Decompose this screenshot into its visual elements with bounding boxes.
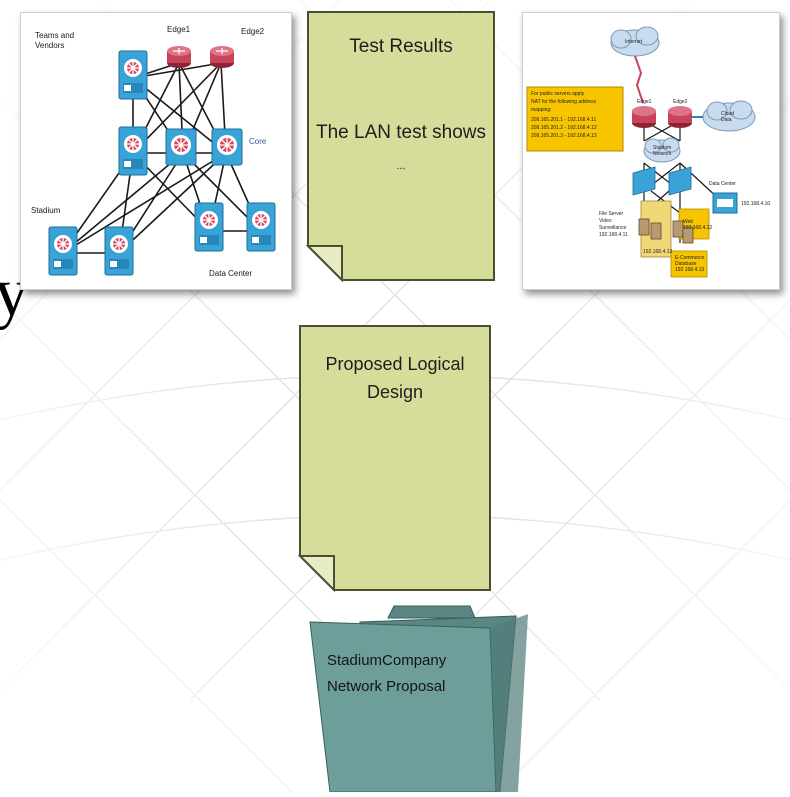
network-design-card: Internet For public servers apply NAT fo… bbox=[522, 12, 780, 290]
nat-line-2: NAT for the following address bbox=[531, 99, 597, 105]
stadium-network-label: Stadium Network bbox=[653, 145, 672, 157]
server-line-4: 192.168.4.11 bbox=[599, 232, 628, 238]
network-design-diagram bbox=[526, 26, 756, 278]
nat-line-4: 209.165.201.1 - 192.168.4.11 bbox=[531, 117, 597, 123]
test-results-ellipsis: ... bbox=[396, 160, 406, 172]
edge2-label: Edge2 bbox=[241, 27, 265, 36]
internet-label: Internet bbox=[625, 39, 642, 45]
edge1-label: Edge1 bbox=[167, 25, 191, 34]
ecommerce-label: E-Commerce Database 192.168.4.13 bbox=[675, 255, 705, 273]
edge1-right-label: Edge1 bbox=[637, 99, 652, 105]
server-line-1: File Server bbox=[599, 211, 624, 217]
note-shape bbox=[305, 11, 495, 283]
web-label: Web 192.168.4.12 bbox=[683, 219, 713, 231]
server-line-2: Video bbox=[599, 218, 612, 224]
data-center-label: Data Center bbox=[209, 269, 253, 278]
folder-shape bbox=[309, 605, 528, 793]
nat-line-6: 209.165.201.3 - 192.168.4.13 bbox=[531, 133, 597, 139]
stadium-label: Stadium bbox=[31, 206, 61, 215]
core-label: Core bbox=[249, 137, 267, 146]
test-results-note: Test Results The LAN test shows ... bbox=[305, 10, 496, 283]
folder-label: StadiumCompany Network Proposal bbox=[327, 652, 447, 695]
lan-topology-card: Teams and Vendors Edge1 Edge2 Core Stadi… bbox=[20, 12, 292, 290]
test-results-body: The LAN test shows bbox=[315, 122, 487, 143]
note-shape bbox=[297, 325, 491, 593]
proposed-design-note: Proposed Logical Design bbox=[297, 324, 492, 594]
dc-ip-label: 192.168.4.10 bbox=[741, 201, 771, 207]
cloud-data-label: Cloud Data bbox=[721, 111, 735, 123]
small-ip-label: 192.168.4.13 bbox=[643, 249, 673, 255]
edge2-right-label: Edge2 bbox=[673, 99, 688, 105]
nat-line-3: mapping: bbox=[531, 107, 552, 113]
proposed-design-title: Proposed Logical Design bbox=[325, 354, 465, 402]
test-results-title: Test Results bbox=[349, 36, 453, 57]
nat-line-5: 209.165.201.2 - 192.168.4.12 bbox=[531, 125, 597, 131]
network-proposal-folder: StadiumCompany Network Proposal bbox=[300, 600, 530, 793]
lan-topology-diagram bbox=[48, 45, 276, 276]
server-line-3: Surveillance bbox=[599, 225, 627, 231]
data-center-right-label: Data Center bbox=[709, 181, 736, 187]
teams-vendors-label: Teams and Vendors bbox=[35, 31, 75, 50]
nat-line-1: For public servers apply bbox=[531, 91, 585, 97]
